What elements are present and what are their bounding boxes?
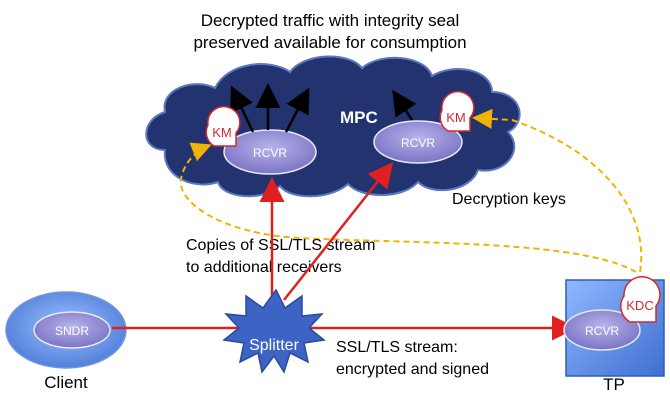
kdc-label: KDC xyxy=(626,298,653,313)
consume-arrow-4 xyxy=(392,89,417,121)
key-manager-right xyxy=(439,90,475,132)
client-label: Client xyxy=(44,373,88,392)
copy-arrow-right xyxy=(283,162,394,301)
caption-top-line1: Decrypted traffic with integrity seal xyxy=(201,11,460,30)
consume-arrow-1 xyxy=(230,85,255,133)
client-node xyxy=(5,291,127,369)
decryption-keys-label: Decryption keys xyxy=(452,191,566,208)
receiver-left-label: RCVR xyxy=(253,146,287,160)
receiver-left xyxy=(223,129,317,175)
consume-arrow-3 xyxy=(284,87,310,133)
splitter-label: Splitter xyxy=(249,337,299,354)
caption-top-line2: preserved available for consumption xyxy=(193,33,466,52)
key-manager-left xyxy=(205,105,241,147)
tp-receiver-label: RCVR xyxy=(585,324,619,338)
mpc-label: MPC xyxy=(340,108,378,127)
kdc-badge xyxy=(620,276,661,323)
stream-caption-line1: SSL/TLS stream: xyxy=(336,339,458,356)
key-arrow-right xyxy=(472,108,643,273)
copies-caption-line2: to additional receivers xyxy=(186,259,342,276)
receiver-right-label: RCVR xyxy=(401,136,435,150)
receiver-right xyxy=(373,120,463,164)
sender-label: SNDR xyxy=(55,324,89,338)
stream-caption-line2: encrypted and signed xyxy=(336,361,489,378)
tp-label: TP xyxy=(603,375,625,394)
key-arrow-left xyxy=(179,142,637,273)
key-manager-left-label: KM xyxy=(212,125,232,140)
splitter-node xyxy=(222,288,326,374)
key-manager-right-label: KM xyxy=(446,110,466,125)
copies-caption-line1: Copies of SSL/TLS stream xyxy=(186,237,375,254)
